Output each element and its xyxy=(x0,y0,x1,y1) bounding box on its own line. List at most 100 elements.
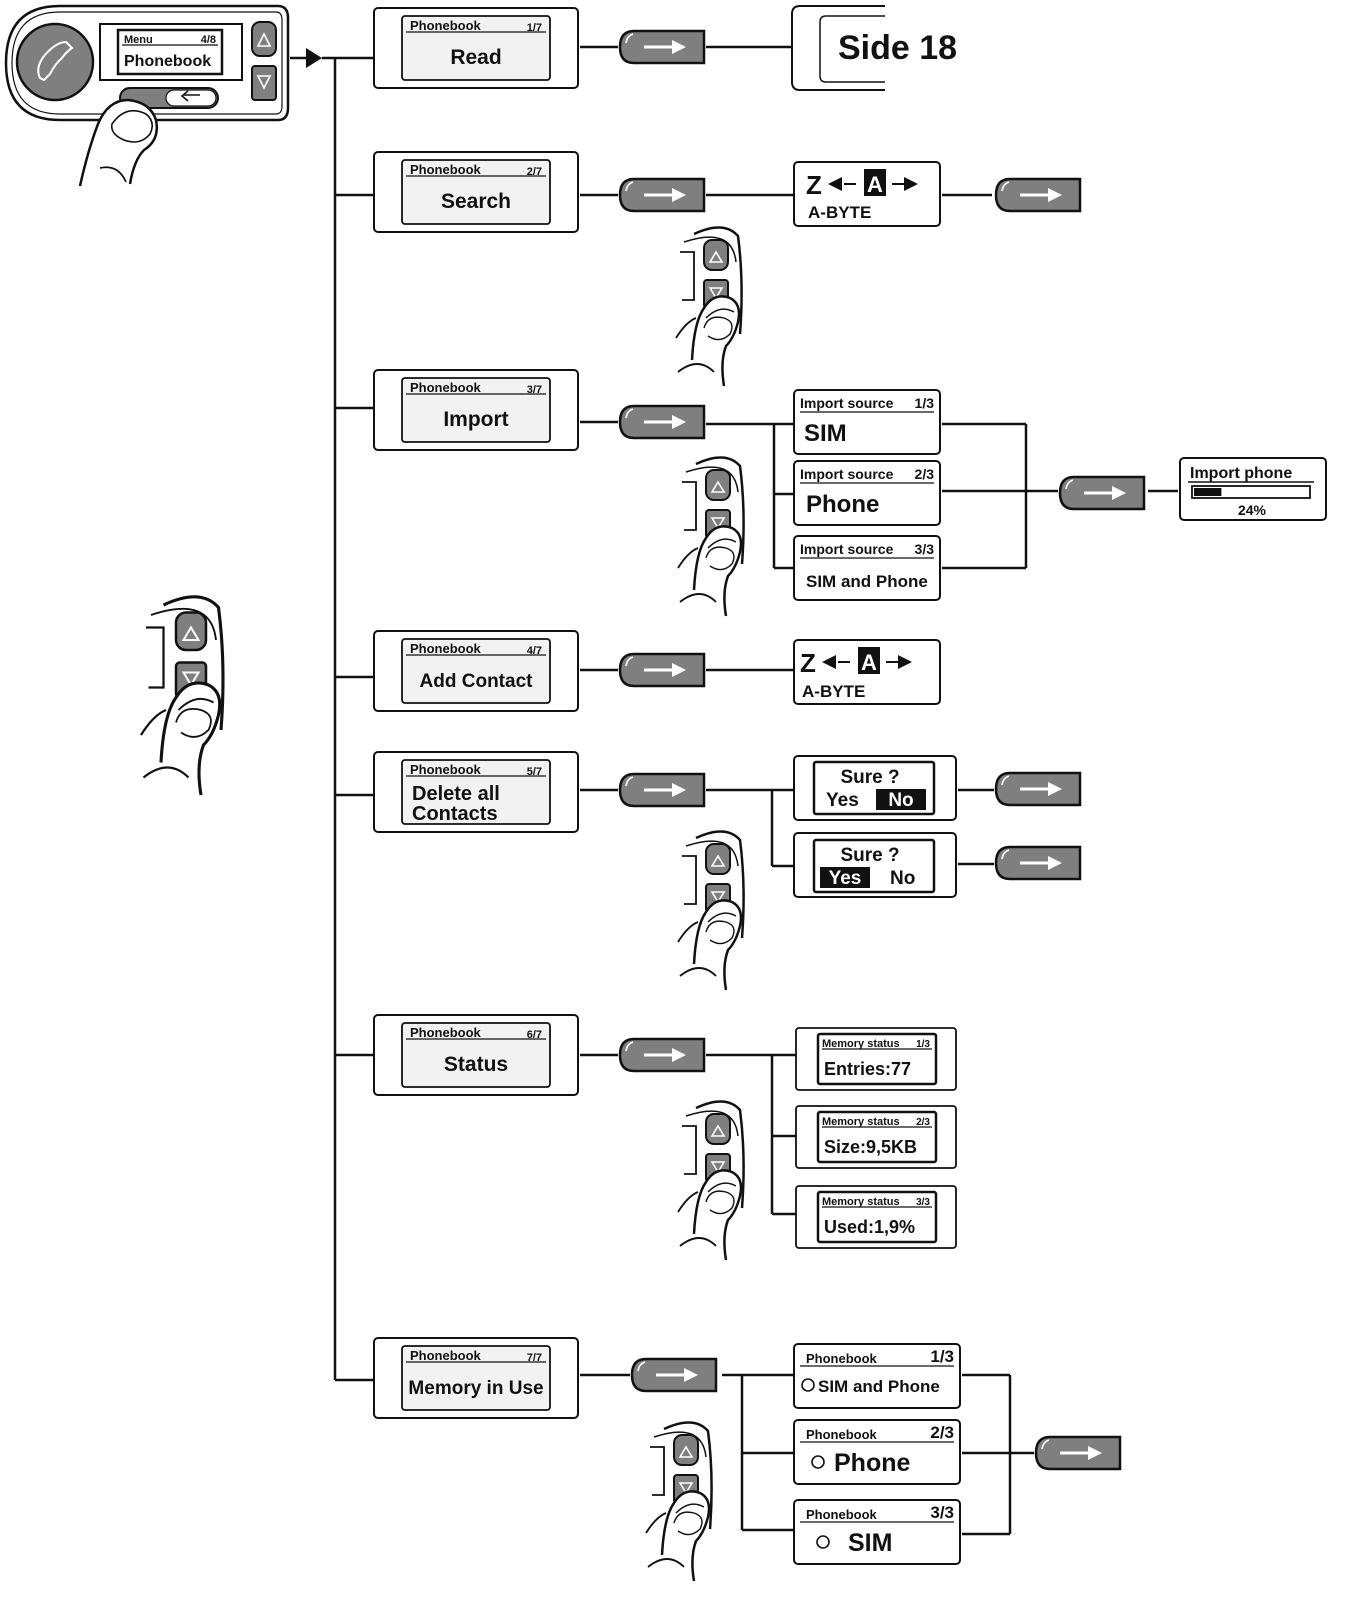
enter-button-icon[interactable] xyxy=(618,1037,706,1073)
device-down-key-icon[interactable] xyxy=(251,65,277,101)
alpha-range: A-BYTE xyxy=(808,203,871,222)
confirm-yes-option[interactable]: Yes xyxy=(826,790,859,811)
import-source-value: SIM xyxy=(804,420,847,447)
alpha-first-letter: Z xyxy=(806,170,822,200)
menu-item-index: 6/7 xyxy=(527,1029,542,1041)
memory-option-value: Phone xyxy=(834,1449,910,1477)
enter-button-icon[interactable] xyxy=(1034,1435,1122,1471)
read-row: Side 18 xyxy=(580,5,957,91)
device-screen-value: Phonebook xyxy=(124,53,211,70)
menu-item-label: Status xyxy=(444,1053,508,1076)
menu-item-index: 2/7 xyxy=(527,166,542,178)
menu-item-label: Contacts xyxy=(412,803,498,825)
enter-button-icon[interactable] xyxy=(618,652,706,688)
import-source-header: Import source xyxy=(800,541,894,557)
memory-status-value: Size:9,5KB xyxy=(824,1137,917,1157)
finger-press-icon xyxy=(78,98,158,187)
enter-button-icon[interactable] xyxy=(994,177,1082,213)
enter-button-icon[interactable] xyxy=(618,29,706,65)
enter-button-icon[interactable] xyxy=(630,1357,718,1393)
up-down-key-icon[interactable] xyxy=(674,226,743,388)
enter-button-icon[interactable] xyxy=(618,404,706,440)
import-source-index: 1/3 xyxy=(915,395,935,411)
up-down-key-icon[interactable] xyxy=(676,830,745,992)
menu-item-label: Import xyxy=(443,408,508,431)
radio-empty-icon[interactable] xyxy=(811,1455,825,1469)
import-source-index: 2/3 xyxy=(915,466,935,482)
menu-item-header: Phonebook xyxy=(410,1348,482,1363)
alpha-picker-screen: Z A A-BYTE xyxy=(793,161,941,227)
menu-item-header: Phonebook xyxy=(410,18,482,33)
radio-empty-icon[interactable] xyxy=(801,1378,815,1392)
enter-button-icon[interactable] xyxy=(994,771,1082,807)
menu-item-index: 7/7 xyxy=(527,1352,542,1364)
confirm-no-option-selected[interactable]: No xyxy=(888,790,913,811)
call-button-icon[interactable] xyxy=(15,22,95,102)
memory-status-header: Memory status xyxy=(822,1038,900,1050)
menu-item-label: Delete all xyxy=(412,783,500,805)
alpha-first-letter: Z xyxy=(800,648,816,678)
add-contact-row: Z A A-BYTE xyxy=(580,639,941,705)
import-progress-percent: 24% xyxy=(1238,502,1267,518)
menu-item-header: Phonebook xyxy=(410,641,482,656)
menu-item-header: Phonebook xyxy=(410,162,482,177)
memory-option-index: 3/3 xyxy=(930,1503,954,1522)
enter-button-icon[interactable] xyxy=(1058,475,1146,511)
device-screen-index: 4/8 xyxy=(201,34,216,46)
menu-item-index: 5/7 xyxy=(527,766,542,778)
confirm-yes-option-selected[interactable]: Yes xyxy=(829,868,862,889)
memory-status-index: 3/3 xyxy=(916,1197,930,1208)
memory-option-value: SIM and Phone xyxy=(818,1377,940,1396)
flow-connector xyxy=(290,48,374,1382)
up-down-key-icon[interactable] xyxy=(644,1421,713,1583)
memory-status-header: Memory status xyxy=(822,1116,900,1128)
device-up-key-icon[interactable] xyxy=(251,21,277,57)
radio-empty-icon[interactable] xyxy=(816,1535,830,1549)
memory-status-index: 2/3 xyxy=(916,1117,930,1128)
device-enter-key-icon[interactable] xyxy=(119,87,219,109)
enter-button-icon[interactable] xyxy=(618,177,706,213)
device-screen-header: Menu xyxy=(124,34,153,46)
import-source-value: Phone xyxy=(806,491,879,518)
memory-option-index: 2/3 xyxy=(930,1423,954,1442)
alpha-current-letter: A xyxy=(867,172,883,197)
import-progress-title: Import phone xyxy=(1190,465,1292,482)
menu-item-header: Phonebook xyxy=(410,762,482,777)
search-row: Z A A-BYTE xyxy=(580,161,1082,388)
menu-item-label: Add Contact xyxy=(420,671,534,692)
enter-button-icon[interactable] xyxy=(618,772,706,808)
menu-item-index: 4/7 xyxy=(527,645,542,657)
up-down-key-icon[interactable] xyxy=(676,456,745,618)
menu-item-header: Phonebook xyxy=(410,1025,482,1040)
memory-option-value: SIM xyxy=(848,1529,892,1557)
confirm-no-option[interactable]: No xyxy=(890,868,915,889)
up-down-key-icon[interactable] xyxy=(676,1100,745,1262)
menu-item-label: Memory in Use xyxy=(408,1378,543,1399)
enter-button-icon[interactable] xyxy=(994,845,1082,881)
memory-option-header: Phonebook xyxy=(806,1427,878,1442)
page-reference: Side 18 xyxy=(838,29,957,67)
menu-item-index: 3/7 xyxy=(527,384,542,396)
delete-row: Sure ? Yes No Sure ? Yes No xyxy=(580,755,1082,992)
import-source-header: Import source xyxy=(800,466,894,482)
memory-option-index: 1/3 xyxy=(930,1347,954,1366)
alpha-current-letter: A xyxy=(861,650,877,675)
